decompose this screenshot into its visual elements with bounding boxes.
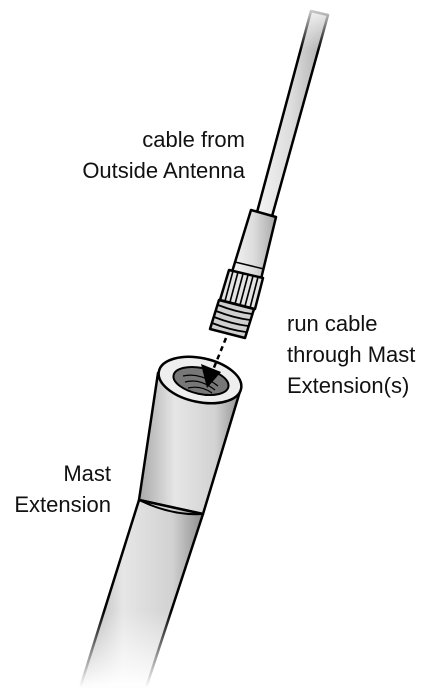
label-mast-extension: Mast Extension: [14, 461, 111, 517]
label-cable-from-outside-antenna: cable from Outside Antenna: [82, 127, 245, 183]
connector-thread: [208, 298, 256, 340]
connector-knurl: [218, 268, 265, 311]
mast-extension: [60, 371, 260, 688]
connector-sleeve: [230, 208, 278, 281]
label-run-cable: run cable through Mast Extension(s): [287, 311, 416, 398]
cable-rod: [0, 0, 436, 222]
insert-arrow: [201, 337, 228, 388]
